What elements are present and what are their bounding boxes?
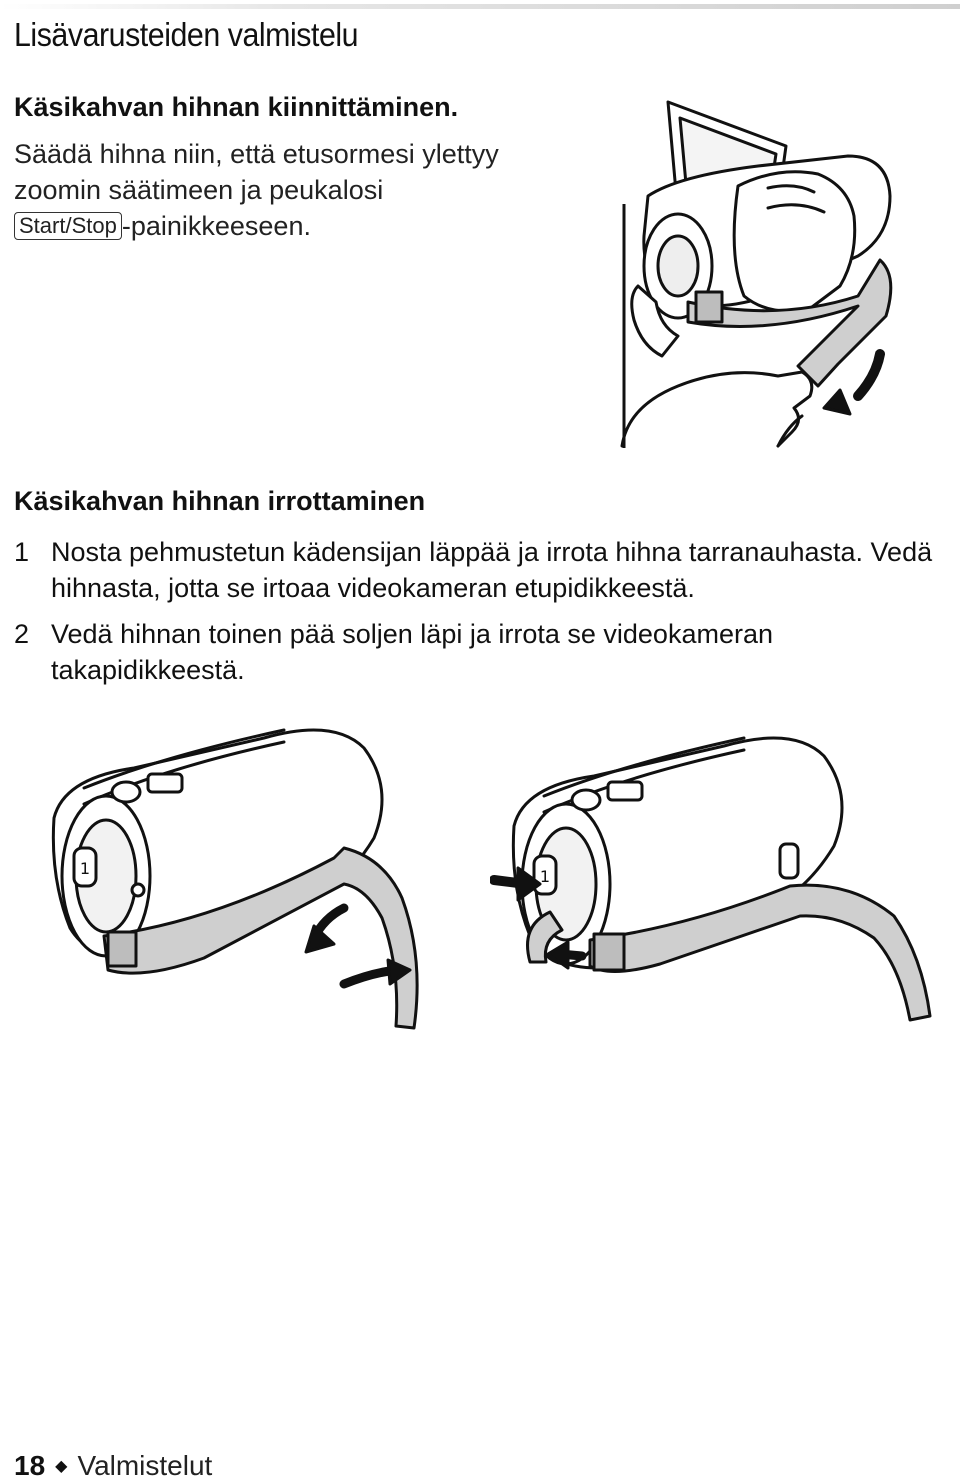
page-number: 18: [14, 1450, 46, 1481]
removal-steps-list: 1 Nosta pehmustetun kädensijan läppää ja…: [14, 534, 949, 698]
hand-holding-camcorder-illustration: [620, 100, 893, 448]
strap-removal-step-1-illustration: 1: [51, 728, 419, 1030]
remove-strap-heading: Käsikahvan hihnan irrottaminen: [14, 486, 426, 516]
top-divider-bar: [0, 4, 960, 9]
step-text: Nosta pehmustetun kädensijan läppää ja i…: [51, 537, 933, 603]
attach-line-3: Start/Stop-painikkeeseen.: [14, 208, 574, 244]
page-footer: 18 ◆ Valmistelut: [14, 1450, 212, 1482]
start-stop-key-label: Start/Stop: [14, 212, 122, 240]
diamond-separator-icon: ◆: [55, 1458, 68, 1475]
attach-line-2: zoomin säätimeen ja peukalosi: [14, 175, 384, 205]
strap-removal-step-2-illustration: 1: [490, 736, 932, 1022]
step-item: 1 Nosta pehmustetun kädensijan läppää ja…: [14, 534, 949, 606]
attach-strap-heading: Käsikahvan hihnan kiinnittäminen.: [14, 92, 459, 122]
camcorder-label-1: 1: [80, 859, 90, 878]
camcorder-label-1: 1: [540, 867, 550, 886]
attach-line-1: Säädä hihna niin, että etusormesi yletty…: [14, 139, 499, 169]
step-number: 1: [14, 537, 30, 567]
step-item: 2 Vedä hihnan toinen pää soljen läpi ja …: [14, 616, 949, 688]
footer-section-name: Valmistelut: [77, 1450, 213, 1481]
attach-line-3-suffix: -painikkeeseen.: [121, 211, 311, 241]
step-number: 2: [14, 619, 30, 649]
attach-strap-instructions: Säädä hihna niin, että etusormesi yletty…: [14, 136, 574, 244]
step-text: Vedä hihnan toinen pää soljen läpi ja ir…: [51, 619, 773, 685]
page-title: Lisävarusteiden valmistelu: [14, 16, 359, 53]
